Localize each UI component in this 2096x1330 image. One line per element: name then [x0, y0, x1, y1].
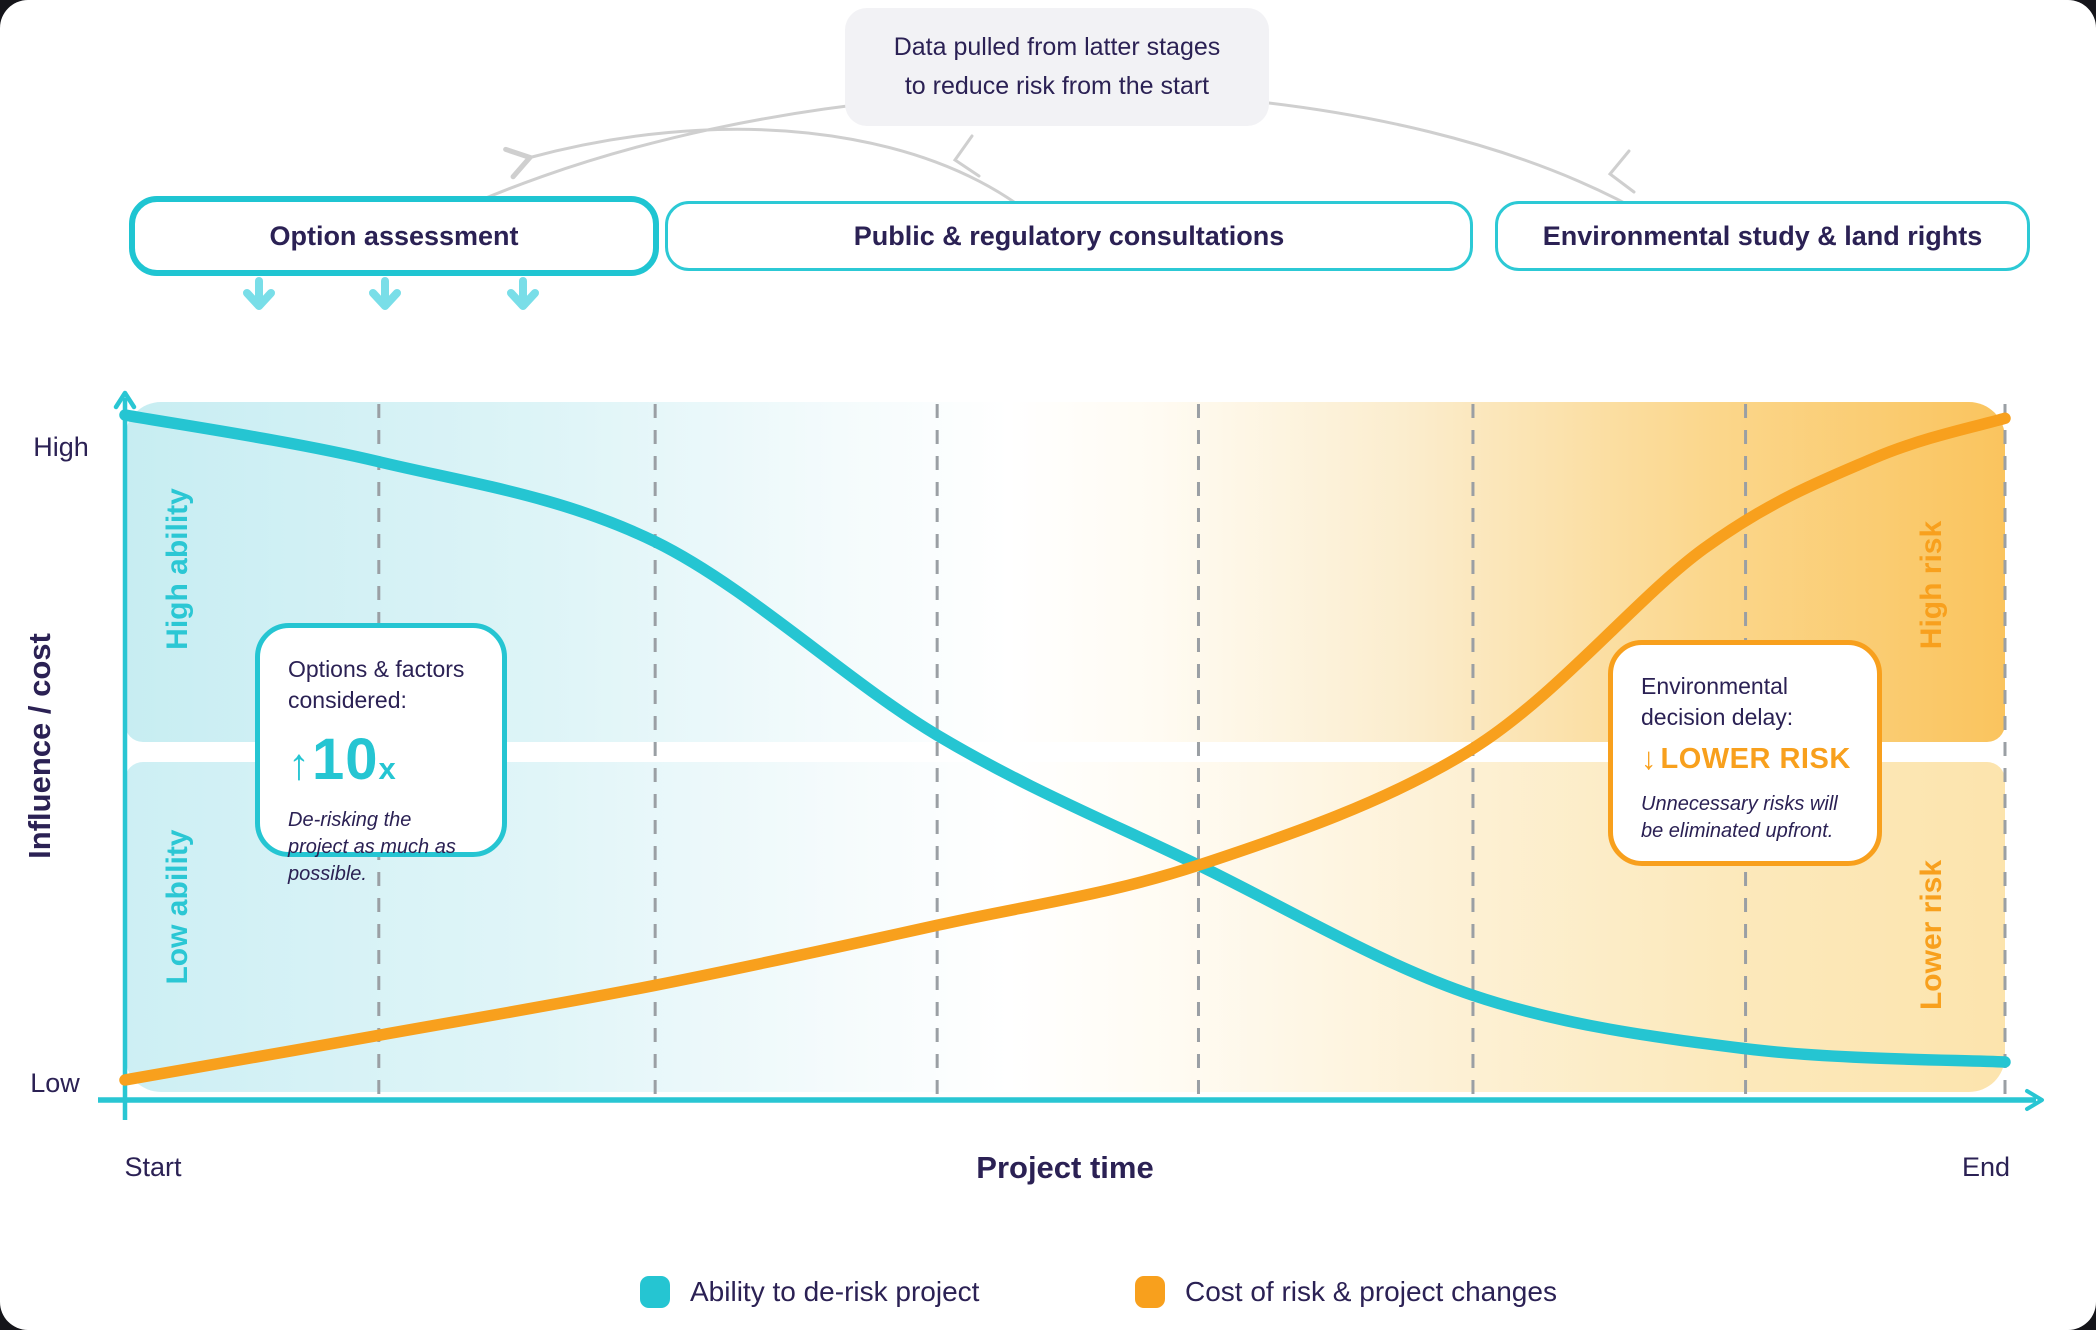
- callout-10x: ↑ 10 x: [288, 726, 476, 793]
- legend-label: Ability to de-risk project: [690, 1276, 980, 1307]
- curve-ability-to-derisk: [119, 409, 2011, 1068]
- legend-item-cost: Cost of risk & project changes: [1135, 1272, 1557, 1312]
- legend-label: Cost of risk & project changes: [1185, 1276, 1557, 1307]
- y-axis-arrow-icon: [113, 390, 137, 410]
- drop-arrow-icon: [507, 277, 539, 310]
- zone-lower-risk-label: Lower risk: [1915, 859, 1948, 1011]
- y-axis-low-label: Low: [30, 1068, 80, 1098]
- zone-high-risk-label: High risk: [1915, 520, 1948, 650]
- x-axis-end-label: End: [1961, 1152, 2011, 1182]
- drop-arrow-icon: [243, 277, 275, 310]
- down-arrow-icon: ↓: [1641, 741, 1657, 776]
- up-arrow-icon: ↑: [288, 740, 310, 789]
- callout-10x-value: 10: [312, 727, 379, 792]
- legend-swatch-teal: [640, 1276, 670, 1308]
- x-axis-title: Project time: [976, 1150, 1154, 1185]
- drop-arrow-icon: [369, 277, 401, 310]
- stage-label: Public & regulatory consultations: [853, 220, 1285, 251]
- stage-option-assessment: Option assessment: [129, 196, 659, 276]
- zone-high-ability-label: High ability: [161, 488, 194, 650]
- x-axis-start-label: Start: [124, 1152, 182, 1182]
- callout-lower-risk-value: LOWER RISK: [1660, 742, 1851, 775]
- legend-item-ability: Ability to de-risk project: [640, 1272, 979, 1312]
- zone-low-ability-label: Low ability: [161, 829, 194, 985]
- stage-label: Option assessment: [269, 220, 519, 251]
- axes: [98, 390, 2044, 1120]
- connector-midhead-right: [1607, 149, 1636, 194]
- stage-drop-arrows: [243, 277, 539, 310]
- stage-public-regulatory-consultations: Public & regulatory consultations: [665, 201, 1473, 271]
- callout-10x-suffix: x: [378, 751, 396, 786]
- y-axis-high-label: High: [33, 432, 89, 462]
- callout-environmental-decision: Environmental decision delay: ↓ LOWER RI…: [1608, 640, 1882, 866]
- stage-environmental-study-land-rights: Environmental study & land rights: [1495, 201, 2030, 271]
- legend-swatch-orange: [1135, 1276, 1165, 1308]
- callout-note: Unnecessary risks will be eliminated upf…: [1641, 793, 1838, 842]
- stage-label: Environmental study & land rights: [1542, 220, 1983, 251]
- callout-title: Options & factors considered:: [288, 656, 465, 713]
- callout-options-factors: Options & factors considered: ↑ 10 x De-…: [255, 623, 507, 885]
- top-callout-line1: Data pulled from latter stages: [893, 33, 1221, 61]
- y-axis-title: Influence / cost: [22, 633, 57, 859]
- x-axis-arrow-icon: [2025, 1089, 2044, 1111]
- top-callout: Data pulled from latter stages to reduce…: [845, 8, 1269, 126]
- callout-note: De-risking the project as much as possib…: [288, 809, 456, 885]
- callout-title: Environmental decision delay:: [1641, 673, 1794, 730]
- top-callout-line2: to reduce risk from the start: [904, 72, 1210, 100]
- curve-cost-of-risk: [119, 412, 2011, 1086]
- connector-midhead-mid: [952, 134, 981, 178]
- callout-lower-risk: ↓ LOWER RISK: [1641, 741, 1851, 777]
